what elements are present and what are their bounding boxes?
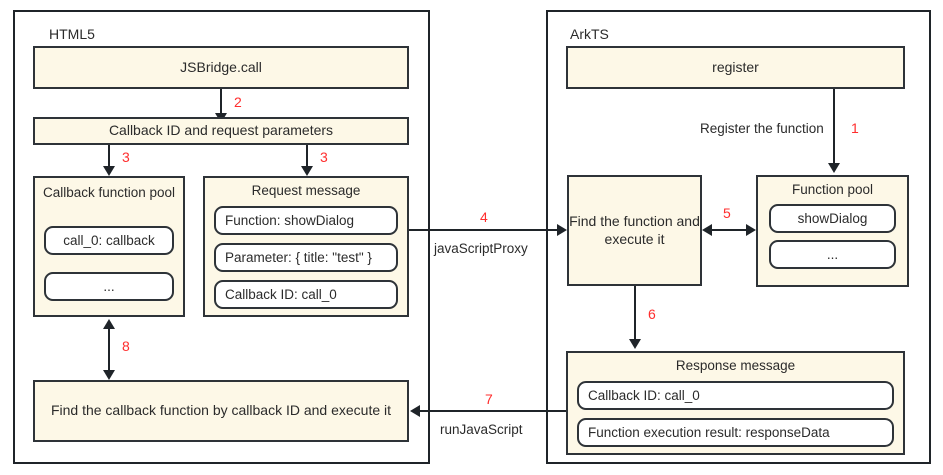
arrow-down-find-callback xyxy=(103,370,115,380)
connector-runjavascript xyxy=(419,410,566,412)
box-register[interactable]: register xyxy=(566,46,905,89)
connector-find-function-to-function-pool xyxy=(708,229,750,231)
step-number-2: 2 xyxy=(234,94,242,110)
arrow-left-find-function xyxy=(702,224,712,236)
step-number-3-left: 3 xyxy=(122,149,130,165)
step-number-5: 5 xyxy=(723,205,731,221)
register-edge-label: Register the function xyxy=(700,121,824,136)
request-message-field-function[interactable]: Function: showDialog xyxy=(214,206,398,235)
response-message-title: Response message xyxy=(675,358,796,373)
arrow-javascriptproxy xyxy=(557,224,567,236)
arrow-register-to-function-pool xyxy=(828,163,840,173)
response-message-field-result[interactable]: Function execution result: responseData xyxy=(577,418,894,447)
function-pool-entry-1[interactable]: ... xyxy=(769,240,896,269)
panel-html5-title: HTML5 xyxy=(49,26,95,42)
arrow-params-to-request-message xyxy=(301,166,313,176)
box-find-callback-function[interactable]: Find the callback function by callback I… xyxy=(33,380,409,442)
step-number-1: 1 xyxy=(851,120,859,136)
arrow-right-function-pool xyxy=(746,224,756,236)
connector-params-to-callback-pool xyxy=(108,145,110,168)
step-number-7: 7 xyxy=(485,391,493,407)
callback-pool-entry-1[interactable]: ... xyxy=(44,272,174,301)
function-pool-entry-0[interactable]: showDialog xyxy=(769,204,896,233)
connector-callback-pool-to-find-callback xyxy=(108,326,110,372)
function-pool-title: Function pool xyxy=(791,182,874,197)
connector-params-to-request-message xyxy=(306,145,308,168)
box-jsbridge-call[interactable]: JSBridge.call xyxy=(33,46,409,89)
panel-arkts-title: ArkTS xyxy=(570,26,609,42)
javascriptproxy-label: javaScriptProxy xyxy=(434,241,528,256)
box-find-function-and-execute[interactable]: Find the function and execute it xyxy=(567,175,702,286)
box-callback-id-and-params[interactable]: Callback ID and request parameters xyxy=(33,117,409,145)
callback-pool-entry-0[interactable]: call_0: callback xyxy=(44,226,174,255)
step-number-6: 6 xyxy=(648,306,656,322)
request-message-title: Request message xyxy=(251,183,361,198)
callback-function-pool-title: Callback function pool xyxy=(42,185,176,200)
connector-javascriptproxy xyxy=(409,229,561,231)
step-number-4: 4 xyxy=(480,209,488,225)
arrow-find-function-to-response xyxy=(629,339,641,349)
step-number-8: 8 xyxy=(122,338,130,354)
step-number-3-right: 3 xyxy=(320,149,328,165)
arrow-up-callback-pool xyxy=(103,319,115,329)
response-message-field-callback-id[interactable]: Callback ID: call_0 xyxy=(577,381,894,410)
connector-jsbridge-to-params xyxy=(220,89,222,115)
request-message-field-callback-id[interactable]: Callback ID: call_0 xyxy=(214,280,398,309)
connector-register-to-function-pool xyxy=(833,89,835,165)
arrow-runjavascript xyxy=(410,405,420,417)
request-message-field-parameter[interactable]: Parameter: { title: "test" } xyxy=(214,243,398,272)
runjavascript-label: runJavaScript xyxy=(440,422,523,437)
connector-find-function-to-response xyxy=(634,286,636,341)
arrow-params-to-callback-pool xyxy=(103,166,115,176)
